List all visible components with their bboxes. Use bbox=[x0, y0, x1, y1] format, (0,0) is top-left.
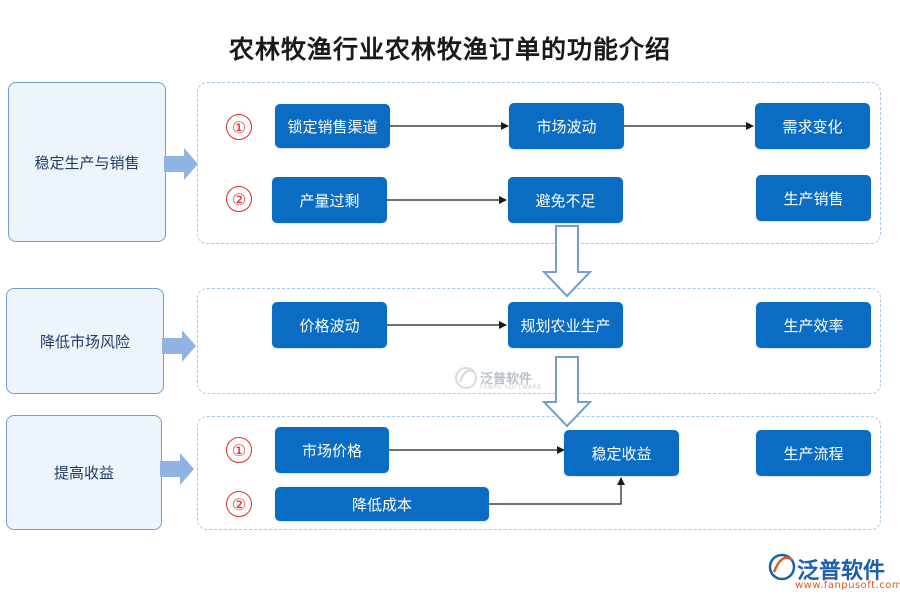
marker-2: ② bbox=[226, 491, 252, 517]
category-increase-income: 提高收益 bbox=[6, 415, 162, 530]
marker-2: ② bbox=[226, 186, 252, 212]
watermark-subtext: FANPU SOFTWARE bbox=[480, 384, 542, 391]
box-production-process: 生产流程 bbox=[756, 430, 871, 476]
diagram-title: 农林牧渔行业农林牧渔订单的功能介绍 bbox=[228, 35, 671, 64]
marker-1: ① bbox=[226, 114, 252, 140]
box-production-efficiency: 生产效率 bbox=[756, 302, 871, 348]
category-label: 稳定生产与销售 bbox=[34, 153, 140, 172]
box-lock-sales-channel: 锁定销售渠道 bbox=[275, 104, 390, 148]
panel-section-3 bbox=[197, 416, 881, 530]
box-production-sales: 生产销售 bbox=[756, 175, 871, 221]
category-stabilize: 稳定生产与销售 bbox=[8, 82, 166, 242]
watermark-text: 泛普软件 bbox=[480, 372, 533, 387]
category-reduce-risk: 降低市场风险 bbox=[6, 288, 164, 394]
side-arrow-1 bbox=[164, 148, 198, 180]
box-market-price: 市场价格 bbox=[275, 427, 389, 473]
logo-url: www.fanpusoft.com bbox=[795, 580, 900, 591]
logo-emblem bbox=[768, 553, 796, 581]
box-demand-change: 需求变化 bbox=[755, 103, 870, 149]
category-label: 提高收益 bbox=[53, 464, 114, 482]
marker-1: ① bbox=[226, 437, 252, 463]
box-overproduction: 产量过剩 bbox=[272, 177, 387, 223]
box-market-fluctuation: 市场波动 bbox=[509, 103, 624, 149]
category-label: 降低市场风险 bbox=[39, 332, 130, 351]
box-plan-agri-production: 规划农业生产 bbox=[508, 302, 623, 348]
box-reduce-cost: 降低成本 bbox=[275, 487, 489, 521]
box-stable-income: 稳定收益 bbox=[564, 430, 679, 476]
panel-section-2 bbox=[197, 288, 881, 394]
logo-text: 泛普软件 bbox=[797, 559, 886, 584]
box-avoid-shortage: 避免不足 bbox=[508, 177, 623, 223]
side-arrow-3 bbox=[160, 453, 194, 485]
side-arrow-2 bbox=[162, 330, 196, 362]
box-price-fluctuation: 价格波动 bbox=[272, 302, 387, 348]
